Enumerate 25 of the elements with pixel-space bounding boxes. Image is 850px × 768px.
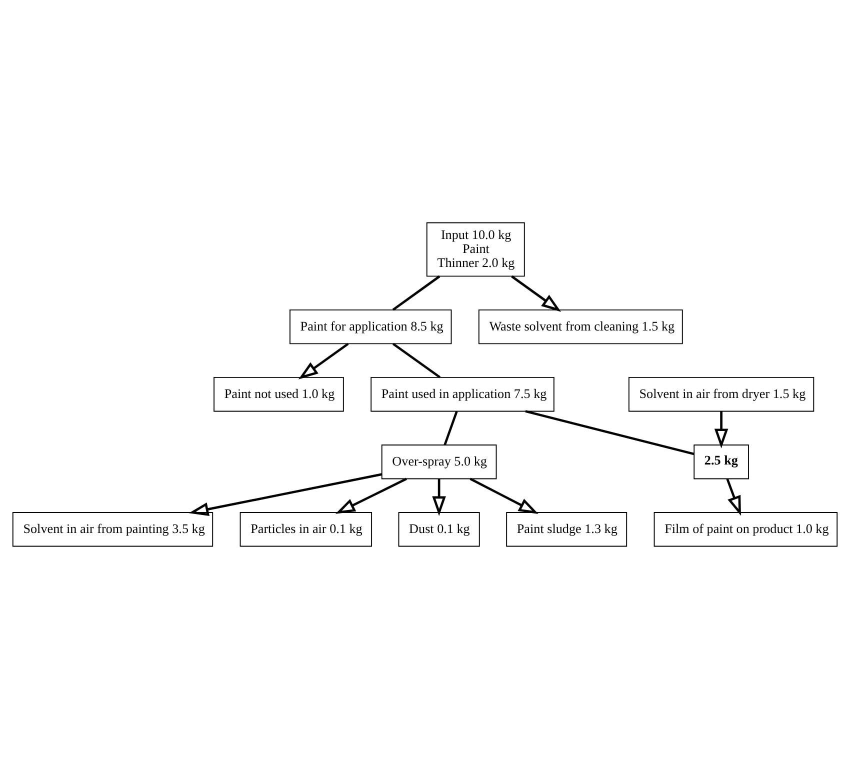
arrow (298, 342, 349, 379)
node-box: Particles in air 0.1 kg (240, 512, 372, 546)
node-box: Waste solvent from cleaning 1.5 kg (478, 308, 683, 344)
arrow (188, 472, 382, 516)
arrow (511, 274, 562, 312)
node-box: Dust 0.1 kg (398, 512, 480, 546)
arrow (335, 477, 407, 514)
node-box: Paint used in application 7.5 kg (370, 376, 554, 412)
arrow (470, 477, 538, 514)
node-box: Paint for application 8.5 kg (290, 308, 452, 344)
node-box: Input 10.0 kg Paint Thinner 2.0 kg (426, 222, 525, 276)
node-box: 2.5 kg (694, 444, 749, 479)
arrow (432, 478, 446, 516)
node-box: Film of paint on product 1.0 kg (654, 512, 838, 546)
arrow (714, 411, 728, 448)
node-box: Solvent in air from painting 3.5 kg (12, 512, 214, 546)
node-box: Paint not used 1.0 kg (214, 376, 344, 412)
connector (444, 410, 458, 445)
node-box: Solvent in air from dryer 1.5 kg (628, 376, 814, 412)
node-box: Over-spray 5.0 kg (381, 444, 497, 479)
connector (525, 410, 694, 455)
connector (392, 342, 441, 378)
arrow (726, 478, 741, 516)
node-box: Paint sludge 1.3 kg (506, 512, 628, 546)
connector (392, 274, 440, 310)
